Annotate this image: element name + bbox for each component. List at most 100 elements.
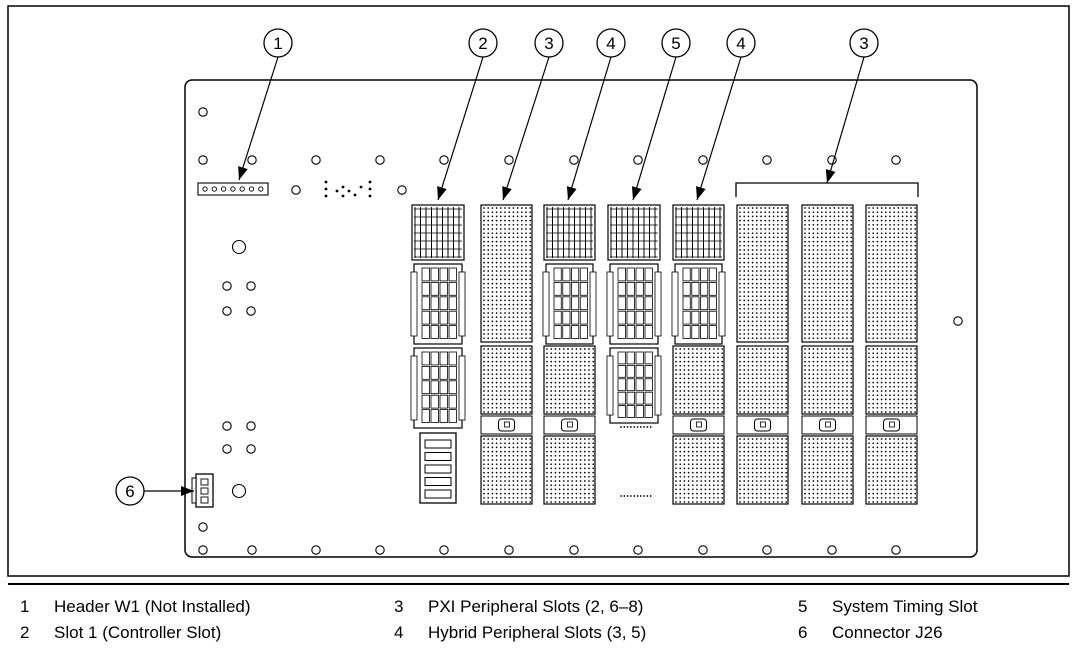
pin-dot	[760, 261, 762, 264]
pin-dot	[776, 232, 779, 235]
pin-dot	[841, 471, 844, 474]
pin-dot	[812, 240, 815, 243]
pin-dot	[914, 240, 917, 243]
pin-dot	[833, 501, 836, 503]
pin-dot	[487, 463, 490, 466]
pin-dot	[776, 390, 779, 392]
pin-dot	[575, 501, 578, 503]
grid-cell	[553, 310, 562, 325]
pin-dot	[876, 356, 879, 359]
pin-dot	[876, 496, 879, 499]
pin-dot	[675, 369, 677, 371]
pin-dot	[491, 291, 494, 293]
pin-dot	[905, 501, 908, 503]
pin-dot	[872, 459, 875, 461]
pin-dot	[776, 360, 779, 363]
pin-dot	[876, 406, 879, 409]
pin-dot	[804, 324, 806, 327]
pin-dot	[499, 394, 502, 397]
grid-cell	[430, 310, 439, 325]
pin-dot	[487, 446, 490, 449]
pin-dot	[901, 480, 904, 482]
pin-dot	[743, 360, 746, 363]
pin-dot	[808, 270, 811, 272]
pin-dot	[562, 450, 565, 453]
pin-dot	[910, 381, 912, 384]
pin-dot	[768, 253, 771, 256]
pin-dot	[829, 211, 832, 214]
grid-cell	[708, 310, 717, 325]
pin-dot	[483, 244, 485, 247]
pin-dot	[876, 307, 879, 310]
misc-dot	[341, 194, 345, 198]
pin-dot	[592, 454, 595, 457]
pin-dot	[708, 459, 711, 461]
pin-dot	[876, 253, 879, 256]
pin-dot	[905, 299, 908, 302]
pin-dot	[893, 328, 896, 331]
pin-dot	[829, 274, 832, 277]
pin-dot	[764, 377, 767, 380]
pin-dot	[491, 373, 494, 376]
legend-number: 4	[394, 623, 404, 642]
pin-dot	[850, 496, 853, 499]
pin-dot	[785, 328, 788, 331]
pin-dot	[768, 402, 771, 405]
timing-dot	[636, 495, 639, 497]
pin-dot	[776, 253, 779, 256]
pin-dot	[755, 328, 758, 331]
pin-dot	[747, 373, 750, 376]
pin-dot	[841, 496, 844, 499]
pin-dot	[910, 484, 912, 487]
pin-dot	[901, 223, 904, 226]
pin-dot	[691, 492, 694, 495]
pin-dot	[739, 390, 741, 392]
pin-dot	[781, 307, 783, 310]
pin-dot	[579, 475, 582, 478]
pin-dot	[833, 480, 836, 482]
pin-dot	[525, 459, 527, 461]
pin-dot	[739, 501, 741, 503]
pin-dot	[696, 480, 698, 482]
pin-dot	[829, 270, 832, 272]
pin-dot	[837, 232, 840, 235]
pin-dot	[487, 356, 490, 359]
pin-dot	[889, 364, 891, 367]
pin-dot	[747, 496, 750, 499]
pin-dot	[889, 381, 891, 384]
pin-dot	[768, 352, 771, 355]
pin-dot	[592, 471, 595, 474]
pin-dot	[512, 219, 515, 222]
pin-dot	[751, 278, 754, 281]
pin-dot	[550, 450, 553, 453]
pin-dot	[483, 438, 485, 440]
pin-dot	[760, 265, 762, 268]
pin-dot	[760, 390, 762, 392]
pin-dot	[755, 232, 758, 235]
pin-dot	[872, 488, 875, 491]
pin-dot	[520, 385, 523, 388]
pin-dot	[512, 312, 515, 314]
pin-dot	[499, 278, 502, 281]
pin-dot	[846, 364, 848, 367]
pin-dot	[910, 207, 912, 209]
pin-dot	[483, 261, 485, 264]
pin-dot	[872, 348, 875, 350]
pin-dot	[893, 286, 896, 289]
pin-dot	[683, 446, 686, 449]
pin-dot	[516, 398, 519, 401]
pin-dot	[901, 488, 904, 491]
pin-dot	[491, 232, 494, 235]
pin-dot	[884, 381, 887, 384]
pin-dot	[910, 312, 912, 314]
pin-dot	[567, 390, 569, 392]
pin-dot	[781, 438, 783, 440]
pin-dot	[829, 381, 832, 384]
pin-dot	[825, 249, 827, 251]
pin-dot	[508, 232, 511, 235]
pin-dot	[592, 406, 595, 409]
pin-dot	[520, 446, 523, 449]
pin-dot	[525, 265, 527, 268]
pin-dot	[872, 411, 875, 413]
pin-dot	[846, 398, 848, 401]
